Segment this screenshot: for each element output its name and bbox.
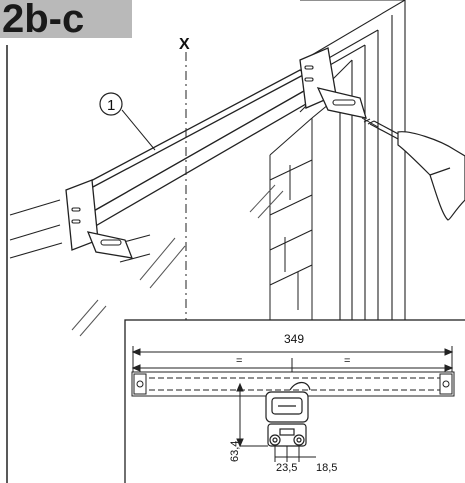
height-dimension (236, 382, 268, 448)
window-frame (299, 0, 406, 320)
callout-1-circle (99, 92, 123, 116)
screwdriver (369, 120, 465, 221)
glass-reflections (71, 184, 284, 337)
mounting-bracket (65, 47, 367, 259)
equal-right-mark: = (344, 355, 350, 367)
height-dimension-value: 63,4 (229, 441, 241, 462)
callout-1-leader (121, 109, 156, 151)
axis-x-label: X (179, 36, 190, 53)
spacing-dimensions (274, 446, 316, 462)
equal-left-mark: = (236, 355, 242, 367)
motor-clamp (265, 381, 311, 447)
spacing-b-value: 18,5 (316, 462, 337, 474)
brick-wall (269, 117, 313, 320)
callout-1-number: 1 (107, 97, 115, 114)
width-dimension-value: 349 (284, 332, 304, 346)
step-label: 2b-c (0, 0, 132, 38)
width-dimension (131, 346, 454, 372)
screw (361, 117, 379, 128)
bracket-slots (71, 65, 356, 246)
spacing-a-value: 23,5 (276, 462, 297, 474)
